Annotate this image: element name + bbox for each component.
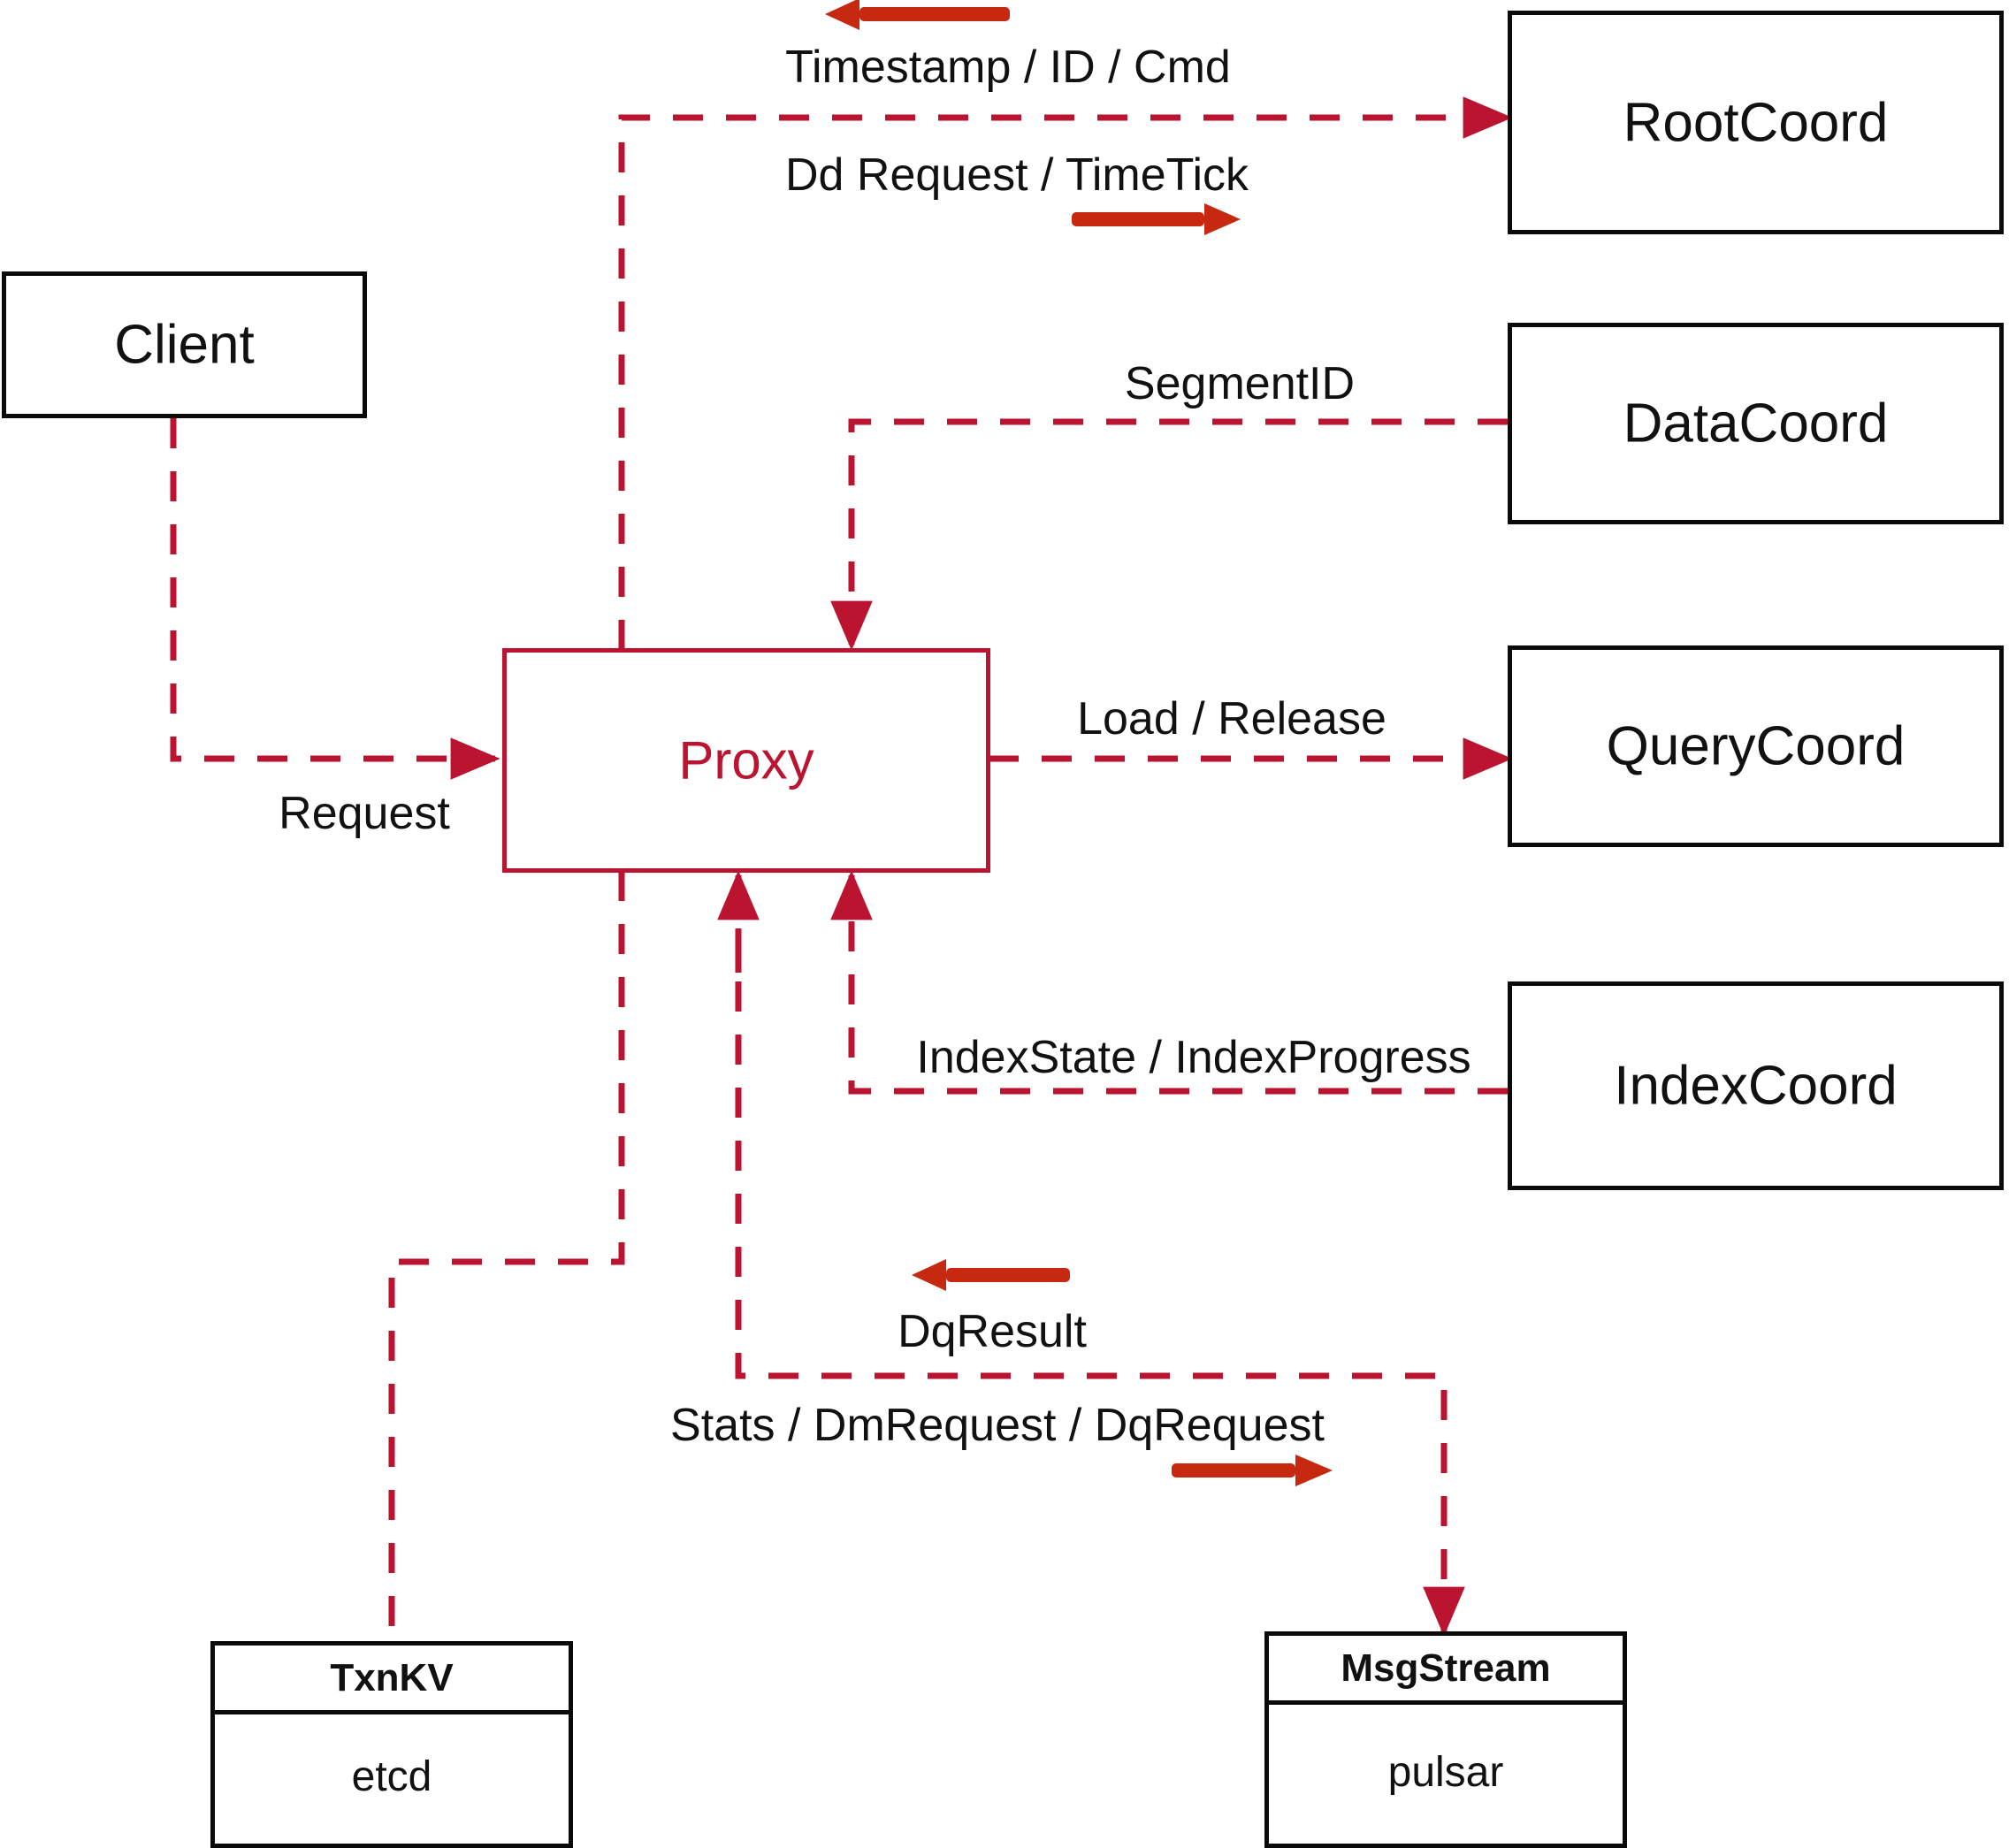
edge-label-load-release: Load / Release: [1077, 693, 1386, 745]
wire-client-to-proxy: [170, 418, 500, 780]
node-datacoord-label: DataCoord: [1623, 393, 1889, 454]
edge-label-request: Request: [279, 788, 450, 839]
node-proxy-label: Proxy: [678, 730, 814, 790]
edge-label-index-state-progress: IndexState / IndexProgress: [916, 1032, 1471, 1083]
wire-proxy-to-rootcoord: [618, 96, 1513, 650]
node-client[interactable]: Client: [2, 271, 367, 418]
wire-proxy-to-msgstream: [735, 875, 1465, 1637]
edge-label-timestamp-id-cmd: Timestamp / ID / Cmd: [785, 42, 1231, 93]
dq-result-direction-arrow: [912, 1259, 1070, 1291]
node-txnkv-header: TxnKV: [215, 1646, 569, 1714]
stats-dm-dq-request-direction-arrow: [1172, 1455, 1333, 1486]
node-proxy[interactable]: Proxy: [502, 648, 990, 873]
dd-request-timetick-direction-arrow: [1072, 203, 1241, 235]
node-rootcoord[interactable]: RootCoord: [1508, 11, 2004, 234]
edge-label-segment-id: SegmentID: [1124, 358, 1356, 409]
timestamp-id-cmd-direction-arrow: [825, 0, 1010, 30]
node-indexcoord-label: IndexCoord: [1614, 1055, 1898, 1117]
node-rootcoord-label: RootCoord: [1623, 92, 1889, 153]
node-querycoord[interactable]: QueryCoord: [1508, 645, 2004, 847]
node-msgstream[interactable]: MsgStream pulsar: [1264, 1631, 1627, 1848]
node-txnkv[interactable]: TxnKV etcd: [210, 1641, 573, 1848]
edge-label-dd-request-timetick: Dd Request / TimeTick: [784, 149, 1249, 201]
node-datacoord[interactable]: DataCoord: [1508, 323, 2004, 524]
edge-label-stats-dm-dq-request: Stats / DmRequest / DqRequest: [670, 1400, 1325, 1451]
node-txnkv-body: etcd: [351, 1753, 432, 1800]
node-msgstream-body: pulsar: [1387, 1748, 1504, 1796]
node-querycoord-label: QueryCoord: [1606, 715, 1906, 777]
wire-indexcoord-to-proxy: [830, 870, 1508, 1095]
edge-label-dq-result: DqResult: [898, 1306, 1087, 1357]
node-client-label: Client: [114, 314, 255, 376]
wire-proxy-to-txnkv: [388, 871, 625, 1641]
node-msgstream-header: MsgStream: [1269, 1636, 1623, 1705]
node-indexcoord[interactable]: IndexCoord: [1508, 981, 2004, 1190]
wire-datacoord-to-proxy: [830, 418, 1508, 651]
